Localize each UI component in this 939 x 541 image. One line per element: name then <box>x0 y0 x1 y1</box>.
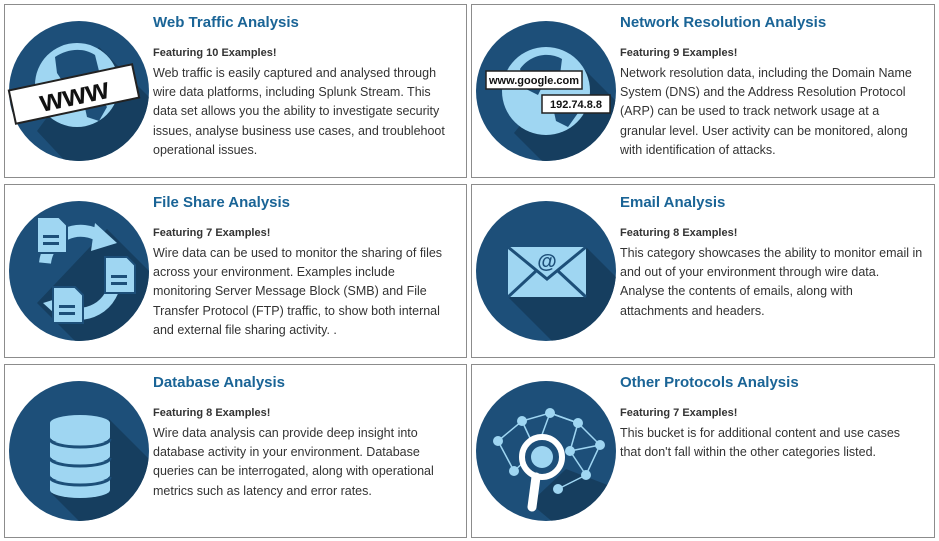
card-title[interactable]: Network Resolution Analysis <box>620 14 827 31</box>
category-card-file-share[interactable]: File Share Analysis Featuring 7 Examples… <box>4 184 467 358</box>
card-description: Web traffic is easily captured and analy… <box>153 66 445 157</box>
category-card-other-protocols[interactable]: Other Protocols Analysis Featuring 7 Exa… <box>471 364 935 538</box>
examples-count: Featuring 10 Examples! <box>153 47 277 59</box>
card-description: Wire data analysis can provide deep insi… <box>153 426 434 498</box>
file-share-icon <box>7 199 151 343</box>
card-description: Network resolution data, including the D… <box>620 66 912 157</box>
dns-globe-icon: www.google.com 192.74.8.8 <box>474 19 618 163</box>
svg-text:www.google.com: www.google.com <box>488 75 579 87</box>
network-magnifier-icon <box>474 379 618 523</box>
card-title[interactable]: File Share Analysis <box>153 194 291 211</box>
card-description: This bucket is for additional content an… <box>620 426 901 460</box>
card-description: This category showcases the ability to m… <box>620 246 923 318</box>
category-card-network-resolution[interactable]: www.google.com 192.74.8.8 Network Resolu… <box>471 4 935 178</box>
examples-count: Featuring 7 Examples! <box>153 227 271 239</box>
card-title[interactable]: Web Traffic Analysis <box>153 14 299 31</box>
card-title[interactable]: Database Analysis <box>153 374 286 391</box>
card-title[interactable]: Other Protocols Analysis <box>620 374 799 391</box>
email-envelope-icon: @ <box>474 199 618 343</box>
examples-count: Featuring 7 Examples! <box>620 407 738 419</box>
category-card-email[interactable]: @ Email Analysis Featuring 8 Examples! T… <box>471 184 935 358</box>
svg-text:192.74.8.8: 192.74.8.8 <box>550 99 602 111</box>
card-title[interactable]: Email Analysis <box>620 194 726 211</box>
svg-text:@: @ <box>537 251 557 273</box>
examples-count: Featuring 9 Examples! <box>620 47 738 59</box>
category-card-database[interactable]: Database Analysis Featuring 8 Examples! … <box>4 364 467 538</box>
card-description: Wire data can be used to monitor the sha… <box>153 246 443 337</box>
examples-count: Featuring 8 Examples! <box>153 407 271 419</box>
database-icon <box>7 379 151 523</box>
category-card-web-traffic[interactable]: www Web Traffic Analysis Featuring 10 Ex… <box>4 4 467 178</box>
examples-count: Featuring 8 Examples! <box>620 227 738 239</box>
www-globe-icon: www <box>7 19 151 163</box>
